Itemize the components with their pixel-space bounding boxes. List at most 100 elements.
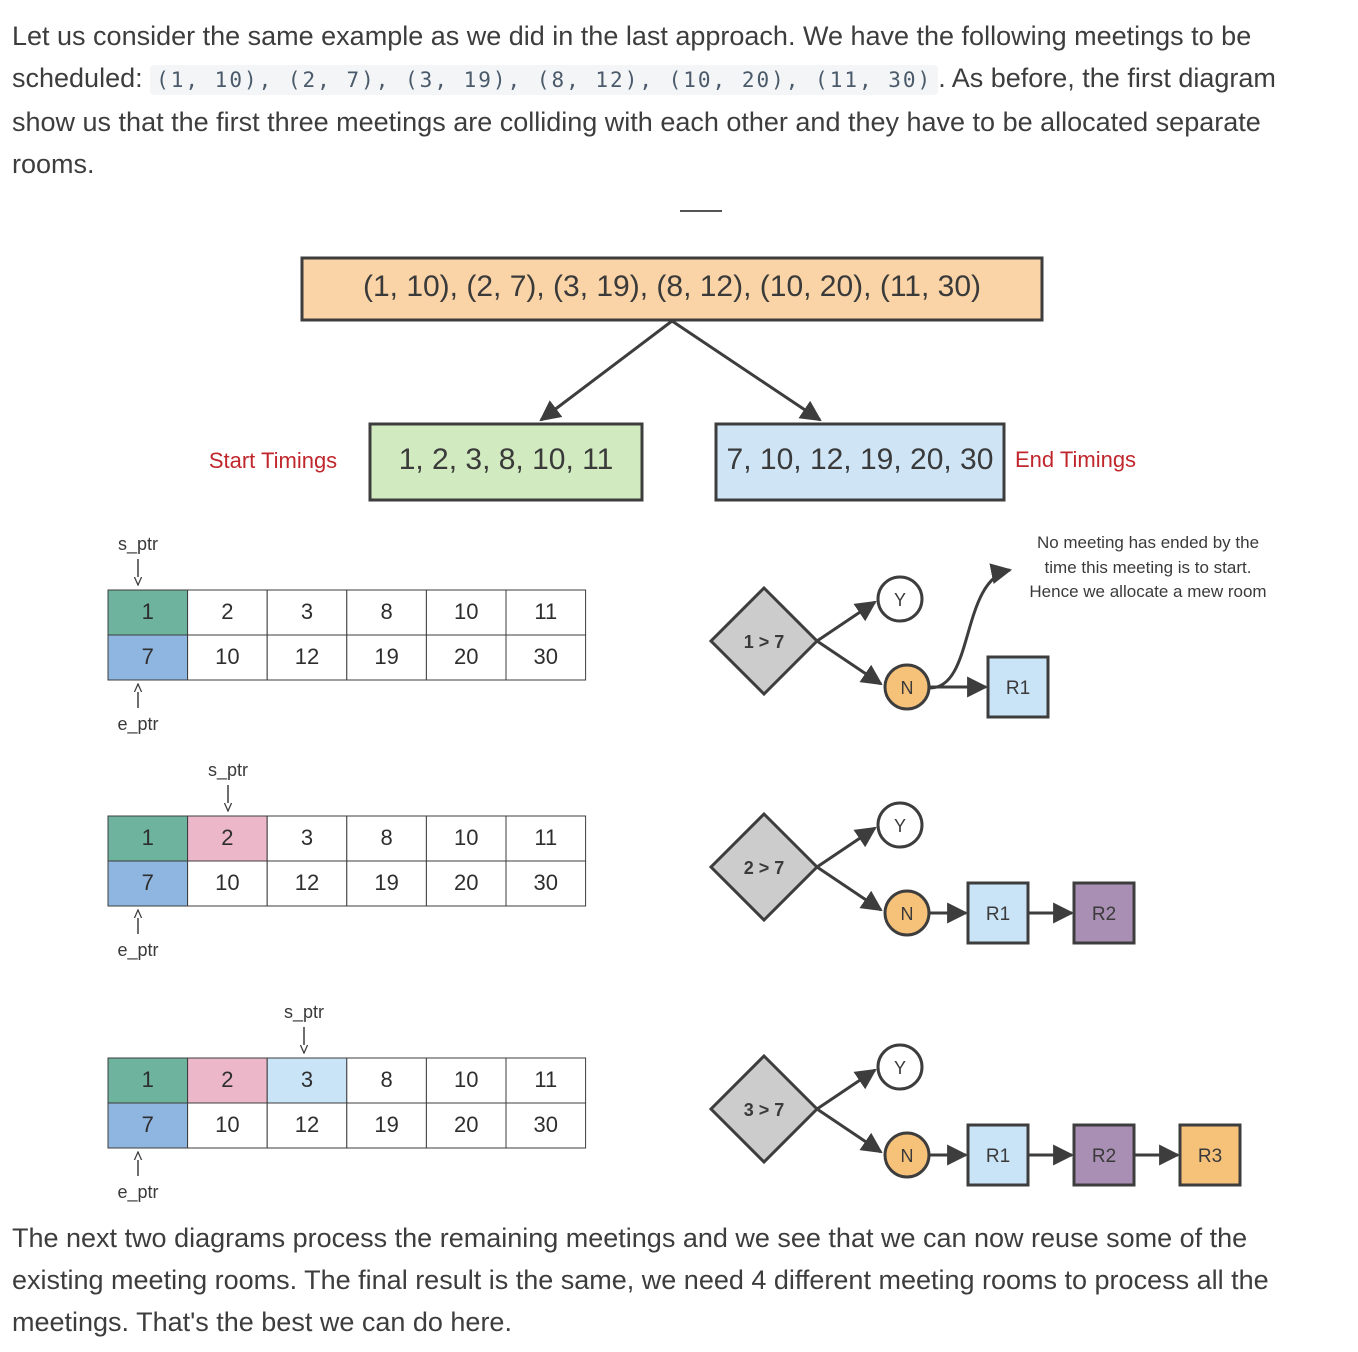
condition-text: 1 > 7 xyxy=(744,632,785,652)
start-time-value: 10 xyxy=(454,599,478,624)
end-pointer-label: e_ptr xyxy=(117,940,158,961)
start-pointer-label: s_ptr xyxy=(118,534,158,555)
end-time-value: 30 xyxy=(534,1112,558,1137)
end-time-cell xyxy=(107,634,189,681)
end-time-value: 19 xyxy=(374,1112,398,1137)
start-time-cell xyxy=(107,1057,189,1104)
end-time-cell xyxy=(346,1102,427,1149)
start-time-value: 8 xyxy=(380,599,392,624)
start-time-value: 8 xyxy=(380,1067,392,1092)
meetings-box-text: (1, 10), (2, 7), (3, 19), (8, 12), (10, … xyxy=(363,270,981,303)
no-node-label: N xyxy=(901,1146,914,1166)
yes-branch-arrow xyxy=(816,1068,877,1111)
start-time-value: 8 xyxy=(380,825,392,850)
condition-text: 2 > 7 xyxy=(744,858,785,878)
note-pointer-arrow xyxy=(929,563,1013,690)
meetings-code: (1, 10), (2, 7), (3, 19), (8, 12), (10, … xyxy=(150,65,939,95)
end-time-cell xyxy=(266,860,348,907)
start-time-value: 2 xyxy=(221,825,233,850)
end-time-value: 7 xyxy=(142,1112,154,1137)
intro-paragraph: Let us consider the same example as we d… xyxy=(12,15,1342,185)
allocation-note: No meeting has ended by the time this me… xyxy=(1029,533,1266,601)
start-timings-box xyxy=(368,422,644,502)
end-time-value: 7 xyxy=(142,870,154,895)
start-time-cell xyxy=(187,1057,268,1104)
start-time-value: 10 xyxy=(454,1067,478,1092)
yes-branch-arrow xyxy=(816,600,877,643)
end-time-cell xyxy=(266,634,348,681)
start-timings-label: Start Timings xyxy=(209,448,337,473)
end-time-cell xyxy=(346,860,427,907)
start-time-value: 1 xyxy=(142,599,154,624)
start-time-value: 2 xyxy=(221,1067,233,1092)
end-time-value: 10 xyxy=(215,870,239,895)
start-time-value: 11 xyxy=(534,1067,557,1092)
end-pointer-label: e_ptr xyxy=(117,1182,158,1203)
end-time-cell xyxy=(266,1102,348,1149)
start-time-value: 1 xyxy=(142,1067,154,1092)
room-box xyxy=(1178,1123,1242,1187)
end-time-value: 12 xyxy=(295,644,319,669)
room-label: R2 xyxy=(1092,1146,1116,1167)
start-time-value: 1 xyxy=(142,825,154,850)
start-time-cell xyxy=(107,589,189,636)
start-time-cell xyxy=(266,815,348,862)
start-time-value: 11 xyxy=(534,599,557,624)
start-time-value: 3 xyxy=(301,599,313,624)
yes-node-label: Y xyxy=(894,1058,906,1078)
end-time-value: 7 xyxy=(142,644,154,669)
start-pointer-label: s_ptr xyxy=(208,760,248,781)
end-time-value: 20 xyxy=(454,1112,478,1137)
end-time-cell xyxy=(187,634,268,681)
end-time-cell xyxy=(425,634,507,681)
room-label: R2 xyxy=(1092,904,1116,925)
end-time-value: 30 xyxy=(534,870,558,895)
end-time-cell xyxy=(346,634,427,681)
yes-node xyxy=(876,1043,924,1091)
end-timings-label: End Timings xyxy=(1015,447,1136,472)
room-label: R1 xyxy=(1006,678,1030,699)
condition-diamond xyxy=(708,811,820,923)
room-label: R1 xyxy=(986,904,1010,925)
end-pointer-label: e_ptr xyxy=(117,714,158,735)
end-time-value: 12 xyxy=(295,870,319,895)
start-time-cell xyxy=(505,1057,587,1104)
end-time-cell xyxy=(505,860,587,907)
room-box xyxy=(1072,881,1136,945)
condition-text: 3 > 7 xyxy=(744,1100,785,1120)
start-time-cell xyxy=(425,1057,507,1104)
end-time-value: 20 xyxy=(454,644,478,669)
condition-diamond xyxy=(708,1053,820,1165)
yes-node-label: Y xyxy=(894,816,906,836)
end-time-value: 10 xyxy=(215,644,239,669)
start-time-cell xyxy=(505,589,587,636)
intro-text-before: Let us consider the same example as we d… xyxy=(12,21,1252,93)
end-time-cell xyxy=(107,860,189,907)
start-time-cell xyxy=(346,815,427,862)
no-branch-arrow xyxy=(816,639,883,686)
yes-node xyxy=(876,575,924,623)
no-node-label: N xyxy=(901,904,914,924)
arrow-to-start xyxy=(539,319,673,422)
start-time-value: 3 xyxy=(301,1067,313,1092)
end-time-value: 20 xyxy=(454,870,478,895)
start-time-cell xyxy=(107,815,189,862)
end-timings-text: 7, 10, 12, 19, 20, 30 xyxy=(727,443,994,476)
note-line-2: time this meeting is to start. xyxy=(1045,558,1252,577)
end-time-value: 19 xyxy=(374,644,398,669)
start-time-value: 3 xyxy=(301,825,313,850)
start-time-cell xyxy=(425,815,507,862)
arrow-to-end xyxy=(671,319,822,422)
room-box xyxy=(966,881,1030,945)
intro-text-after: . As before, the first diagram show us t… xyxy=(12,63,1276,179)
start-timings-text: 1, 2, 3, 8, 10, 11 xyxy=(399,443,614,476)
end-time-cell xyxy=(505,634,587,681)
yes-node-label: Y xyxy=(894,590,906,610)
yes-branch-arrow xyxy=(816,826,877,869)
start-time-cell xyxy=(266,1057,348,1104)
start-time-value: 10 xyxy=(454,825,478,850)
outro-paragraph: The next two diagrams process the remain… xyxy=(12,1223,1269,1337)
end-time-cell xyxy=(187,860,268,907)
end-time-value: 19 xyxy=(374,870,398,895)
